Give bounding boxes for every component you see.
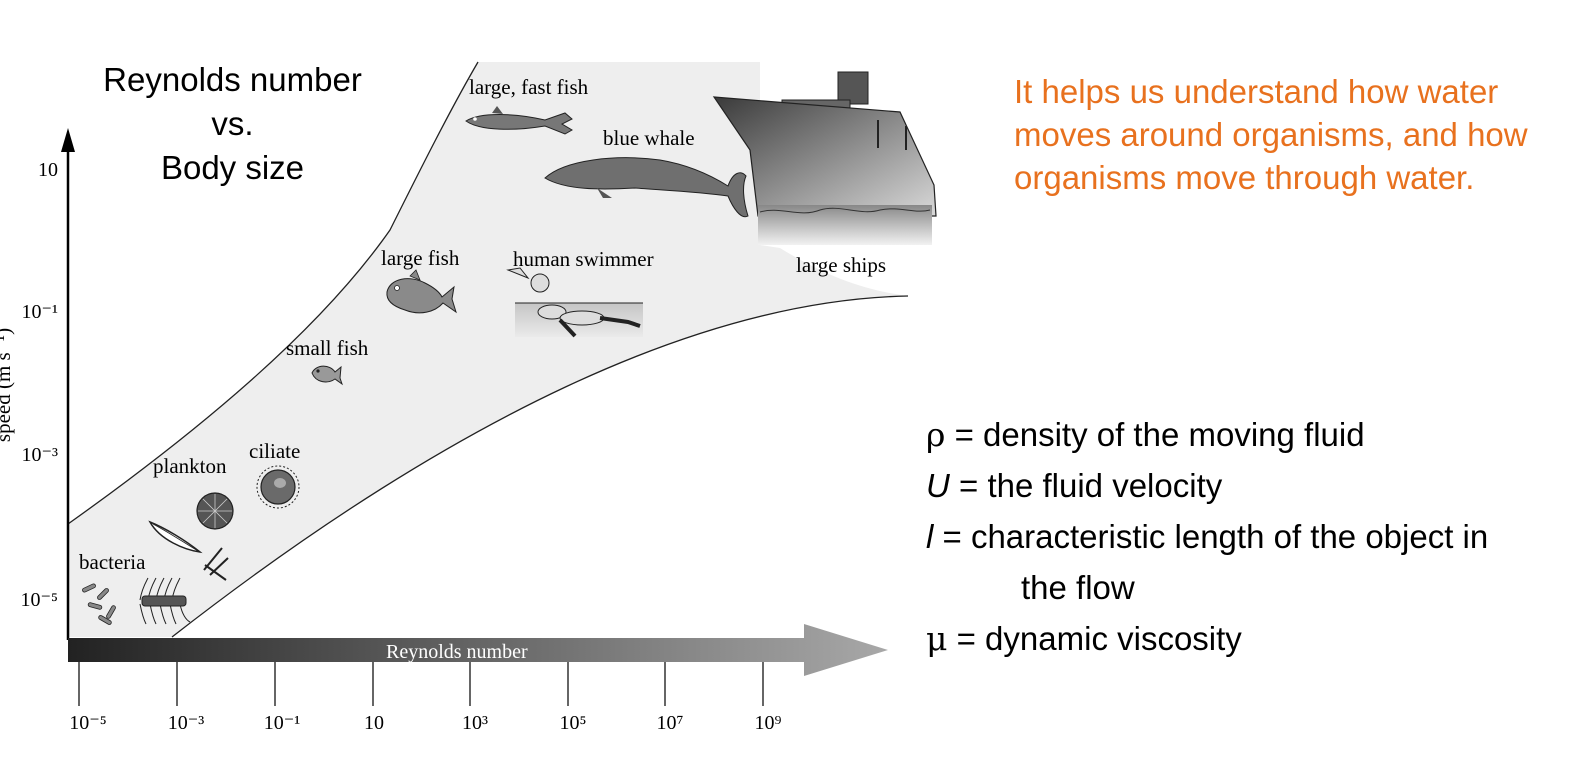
- definition-text: = density of the moving fluid: [945, 416, 1365, 453]
- explanation-text: It helps us understand how water moves a…: [1014, 73, 1528, 196]
- x-tick-label: 10⁹: [755, 712, 782, 734]
- slide-title: Reynolds number vs. Body size: [60, 58, 405, 190]
- definition-text: = dynamic viscosity: [947, 620, 1242, 657]
- label-plankton: plankton: [153, 454, 227, 478]
- definition-text: the flow: [1021, 569, 1135, 606]
- label-bacteria: bacteria: [79, 550, 146, 574]
- x-tick-label: 10⁻³: [168, 712, 205, 734]
- title-line: vs.: [211, 105, 254, 142]
- y-tick-label: 10⁻⁵: [20, 589, 58, 611]
- bacteria-icon: [82, 577, 191, 625]
- definition-viscosity: μ = dynamic viscosity: [926, 613, 1576, 664]
- x-axis-arrow: [68, 624, 888, 676]
- symbol-mu: μ: [926, 619, 948, 658]
- title-line: Body size: [160, 149, 305, 186]
- label-large-fish: large fish: [381, 246, 460, 270]
- label-small-fish: small fish: [286, 336, 369, 360]
- ciliate-icon: [256, 465, 300, 509]
- y-tick-label: 10⁻³: [21, 444, 58, 466]
- label-large-ships: large ships: [796, 253, 886, 277]
- large-ship-icon: [712, 71, 937, 245]
- x-tick-label: 10: [364, 712, 384, 734]
- plankton-icon: [148, 492, 234, 581]
- y-tick-label: 10: [38, 159, 58, 181]
- y-axis-label: speed (m s⁻¹): [0, 328, 15, 442]
- y-axis-arrowhead: [61, 128, 75, 152]
- band-upper-edge: [67, 61, 479, 525]
- definition-text: = characteristic length of the object in: [933, 518, 1489, 555]
- x-tick-label: 10⁻⁵: [69, 712, 107, 734]
- symbol-l: l: [926, 518, 934, 555]
- x-tick-label: 10⁻¹: [264, 712, 301, 734]
- label-ciliate: ciliate: [249, 439, 300, 463]
- label-large-fast-fish: large, fast fish: [469, 75, 589, 99]
- large-fish-icon: [386, 269, 457, 314]
- title-line: Reynolds number: [103, 61, 362, 98]
- definition-length: l = characteristic length of the object …: [926, 511, 1576, 562]
- x-tick-label: 10³: [462, 712, 488, 734]
- blue-whale-icon: [544, 157, 749, 218]
- definition-length-continued: the flow: [926, 562, 1576, 613]
- large-fast-fish-icon: [465, 106, 573, 135]
- x-tick-label: 10⁵: [560, 712, 587, 734]
- definition-velocity: U = the fluid velocity: [926, 460, 1576, 511]
- x-tick-label: 10⁷: [657, 712, 684, 734]
- definition-text: = the fluid velocity: [949, 467, 1223, 504]
- band-lower-edge: [171, 295, 909, 638]
- human-swimmer-icon: [506, 267, 643, 338]
- small-fish-icon: [311, 365, 343, 386]
- label-human-swimmer: human swimmer: [513, 247, 654, 271]
- x-axis-label: Reynolds number: [386, 641, 528, 663]
- definition-density: ρ = density of the moving fluid: [926, 409, 1576, 460]
- y-tick-label: 10⁻¹: [21, 301, 58, 323]
- variable-definitions: ρ = density of the moving fluid U = the …: [926, 409, 1576, 664]
- symbol-rho: ρ: [926, 415, 946, 454]
- symbol-u: U: [926, 467, 950, 504]
- label-blue-whale: blue whale: [603, 126, 695, 150]
